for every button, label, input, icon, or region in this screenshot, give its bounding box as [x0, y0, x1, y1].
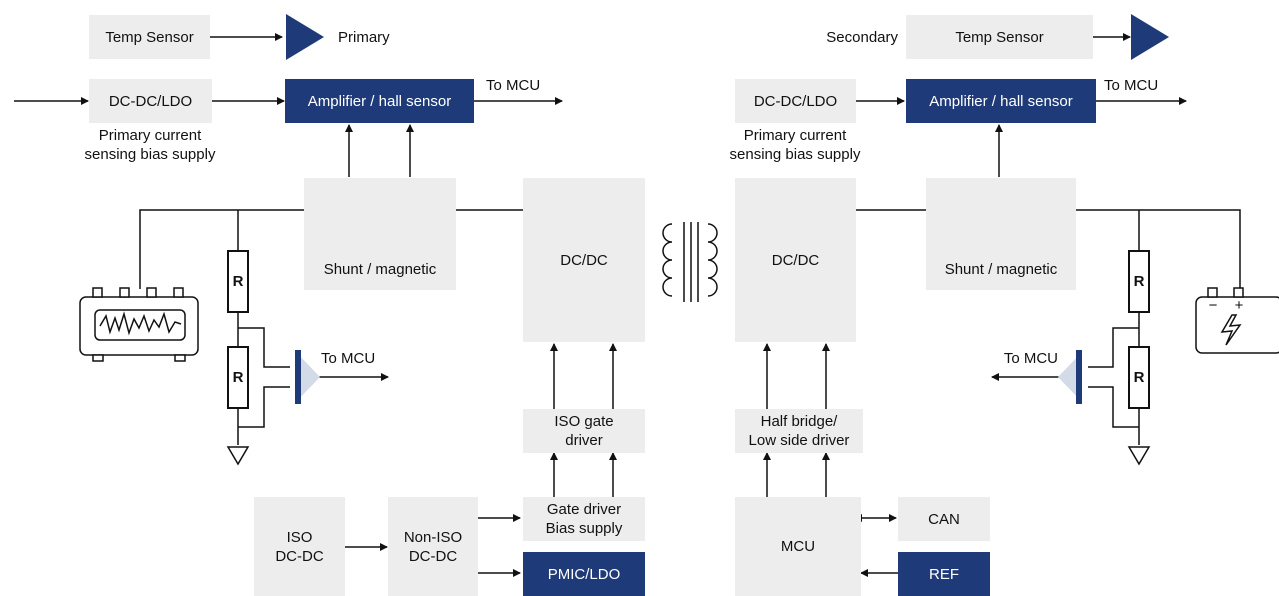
- adc-triangle-icon: [1058, 350, 1082, 404]
- secondary-to-mcu-mid: To MCU: [1003, 350, 1058, 367]
- secondary-temp-sensor: Temp Sensor: [906, 15, 1093, 59]
- secondary-shunt-label: Shunt / magnetic: [944, 261, 1058, 278]
- secondary-amp-label: Secondary: [826, 29, 898, 46]
- primary-to-mcu-top: To MCU: [486, 77, 541, 94]
- adc-triangle-icon: [295, 350, 320, 404]
- primary-amp-label: Primary: [338, 29, 390, 46]
- transformer-icon: [662, 222, 718, 302]
- secondary-ref: REF: [898, 552, 990, 596]
- secondary-dcdc: DC/DC: [735, 178, 856, 342]
- secondary-resistor-top: R: [1128, 250, 1150, 313]
- ground-icon: [1127, 446, 1151, 466]
- battery-minus-label: −: [1208, 297, 1218, 314]
- wire-sec-tap-bot: [1088, 386, 1139, 428]
- secondary-resistor-bottom: R: [1128, 346, 1150, 409]
- waveform-source-icon: [79, 287, 199, 362]
- primary-shunt-magnetic: Shunt / magnetic: [304, 178, 456, 290]
- battery-icon: [1195, 287, 1279, 354]
- wire-primary-rail-left: [139, 209, 304, 289]
- primary-pmic-ldo: PMIC/LDO: [523, 552, 645, 596]
- triangle-amplifier-icon: [286, 14, 324, 60]
- battery-plus-label: +: [1234, 297, 1244, 314]
- secondary-to-mcu-top: To MCU: [1104, 77, 1159, 94]
- secondary-dcdc-ldo: DC-DC/LDO: [735, 79, 856, 123]
- primary-resistor-top: R: [227, 250, 249, 313]
- secondary-half-bridge-driver: Half bridge/ Low side driver: [735, 409, 863, 453]
- primary-amplifier-hall-sensor: Amplifier / hall sensor: [285, 79, 474, 123]
- primary-iso-gate-driver: ISO gate driver: [523, 409, 645, 453]
- primary-iso-dcdc: ISO DC-DC: [254, 497, 345, 596]
- ground-icon: [226, 446, 250, 466]
- secondary-shunt-magnetic: Shunt / magnetic: [926, 178, 1076, 290]
- primary-to-mcu-mid: To MCU: [321, 350, 376, 367]
- wire-sec-tap-top: [1088, 327, 1139, 368]
- primary-gate-driver-bias: Gate driver Bias supply: [523, 497, 645, 541]
- secondary-can: CAN: [898, 497, 990, 541]
- primary-dcdc: DC/DC: [523, 178, 645, 342]
- primary-shunt-label: Shunt / magnetic: [323, 261, 437, 278]
- primary-resistor-bottom: R: [227, 346, 249, 409]
- wire-primary-tap-top: [238, 327, 290, 368]
- primary-bias-caption: Primary current sensing bias supply: [84, 127, 216, 163]
- primary-non-iso-dcdc: Non-ISO DC-DC: [388, 497, 478, 596]
- secondary-bias-caption: Primary current sensing bias supply: [729, 127, 861, 163]
- primary-dcdc-ldo: DC-DC/LDO: [89, 79, 212, 123]
- primary-temp-sensor: Temp Sensor: [89, 15, 210, 59]
- secondary-amplifier-hall-sensor: Amplifier / hall sensor: [906, 79, 1096, 123]
- wire-sec-rail-right: [1076, 209, 1241, 289]
- triangle-amplifier-icon: [1131, 14, 1169, 60]
- wire-primary-tap-bot: [238, 386, 290, 428]
- secondary-mcu: MCU: [735, 497, 861, 596]
